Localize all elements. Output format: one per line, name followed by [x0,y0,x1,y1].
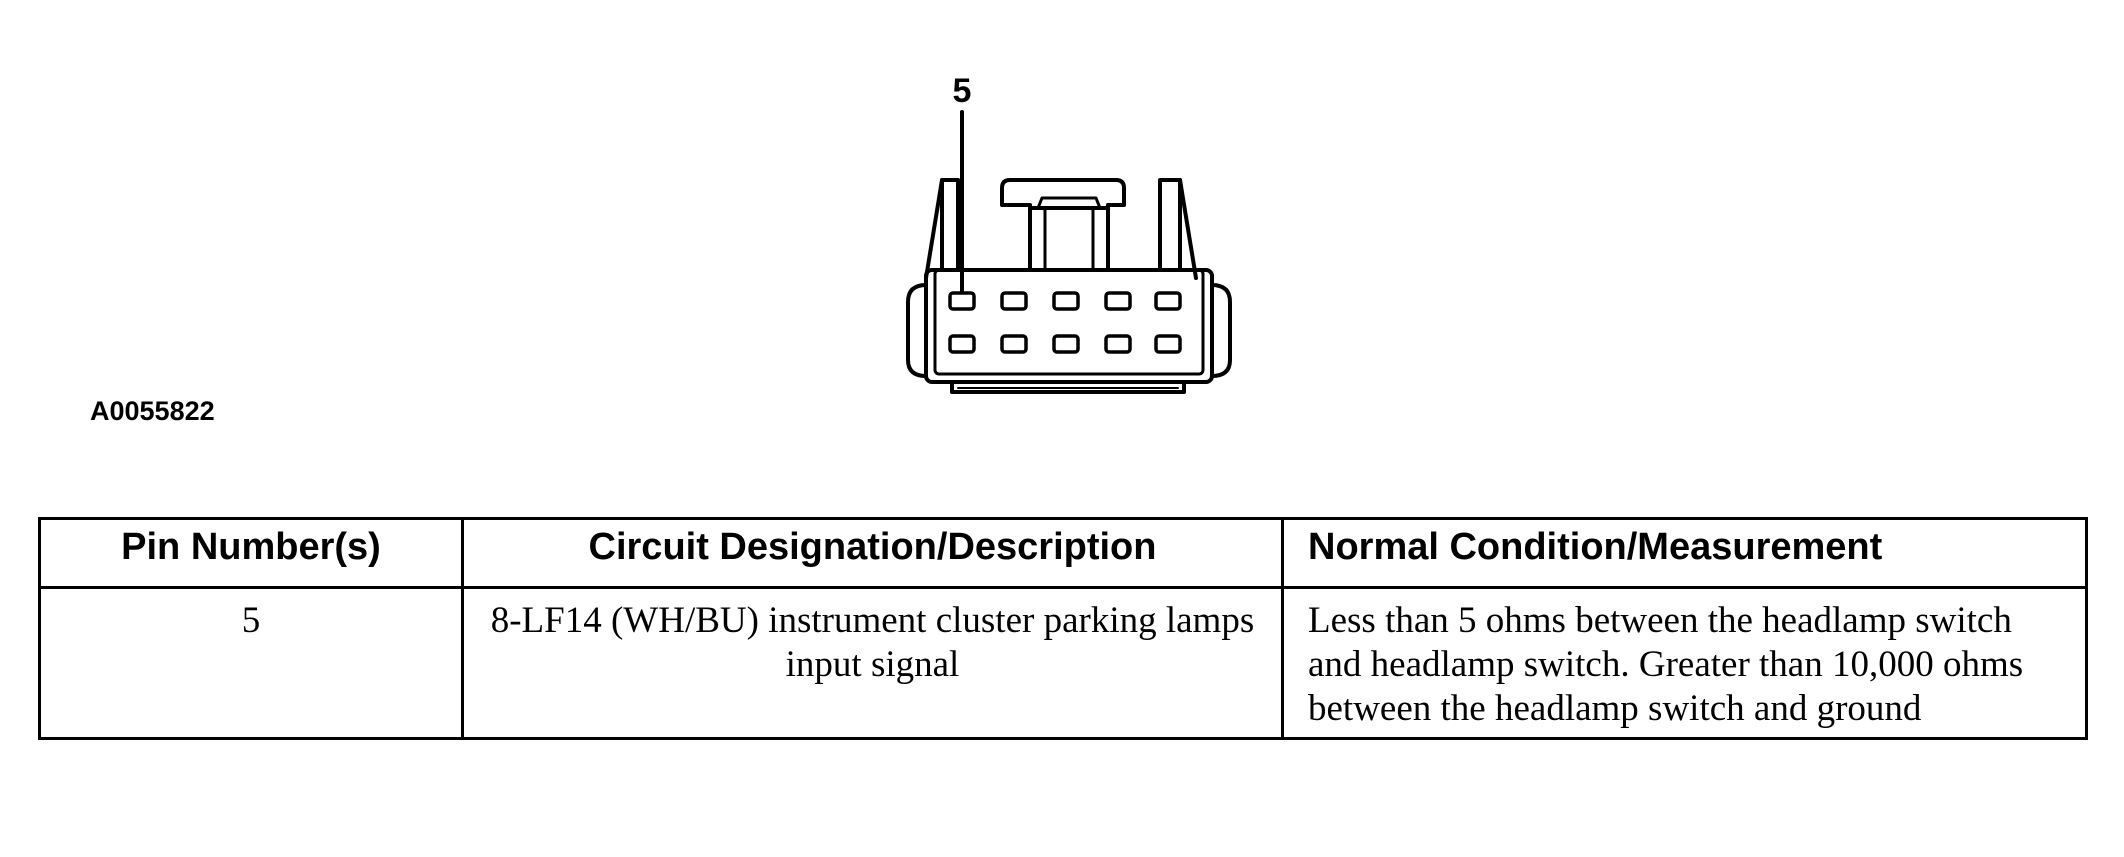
pin-cavity-5 [948,291,976,311]
cell-circuit-description: 8-LF14 (WH/BU) instrument cluster parkin… [461,586,1284,740]
pin-table: Pin Number(s) Circuit Designation/Descri… [38,517,2088,740]
figure-id: A0055822 [90,396,215,426]
table-row: 5 8-LF14 (WH/BU) instrument cluster park… [38,586,2088,740]
latch-block [1028,206,1110,272]
connector-housing [940,178,1182,272]
table-header-row: Pin Number(s) Circuit Designation/Descri… [38,517,2088,589]
cell-normal-condition: Less than 5 ohms between the headlamp sw… [1281,586,2088,740]
connector-diagram: 5 [906,72,1232,394]
header-circuit-description: Circuit Designation/Description [461,517,1284,589]
pin-cavity-row-bottom [948,334,1182,354]
housing-outer [924,268,1214,384]
pin-callout-label: 5 [953,72,972,110]
header-normal-condition: Normal Condition/Measurement [1281,517,2088,589]
housing-face [933,268,1205,376]
header-pin-number: Pin Number(s) [38,517,464,589]
pin-cavity-row-top [948,291,1182,311]
cell-pin-number: 5 [38,586,464,740]
locking-tab [1000,178,1126,272]
